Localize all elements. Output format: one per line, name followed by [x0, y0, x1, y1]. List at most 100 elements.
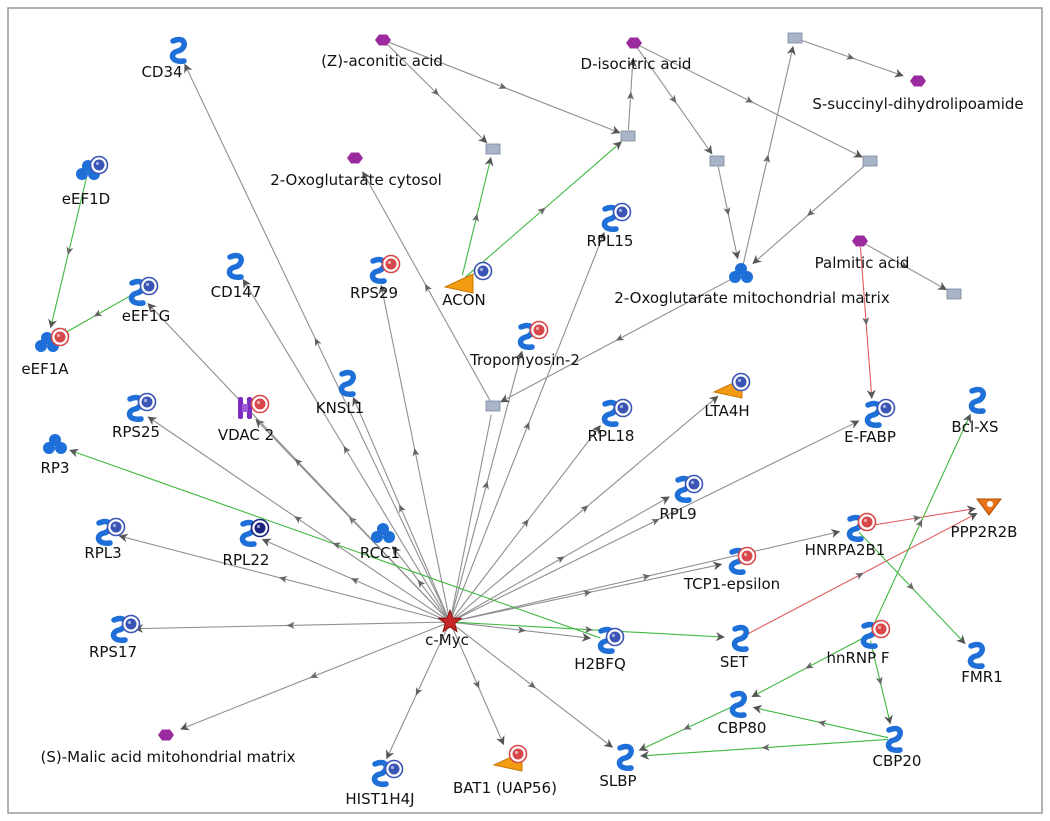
- node-label: RPL3: [84, 544, 121, 562]
- edge-mid-arrow-icon: [668, 94, 677, 104]
- node-ssucc[interactable]: S-succinyl-dihydrolipoamide: [812, 75, 1024, 113]
- node-label: PPP2R2B: [951, 523, 1018, 541]
- edge-mid-arrow-icon: [472, 213, 479, 223]
- node-efabp[interactable]: E-FABP: [844, 398, 896, 447]
- node-set[interactable]: SET: [720, 624, 749, 671]
- edge-mid-arrow-icon: [650, 518, 660, 526]
- protein-icon: [338, 369, 356, 397]
- node-hnrpa[interactable]: HNRPA2B1: [805, 512, 886, 560]
- edge-mid-arrow-icon: [855, 572, 864, 580]
- node-r5[interactable]: [709, 155, 725, 167]
- node-rps17[interactable]: RPS17: [89, 614, 141, 662]
- node-hnrnpf[interactable]: hnRNP F: [826, 619, 891, 668]
- node-rpl3[interactable]: RPL3: [84, 517, 126, 563]
- node-oxomit[interactable]: 2-Oxoglutarate mitochondrial matrix: [614, 263, 890, 307]
- edge-mid-arrow-icon: [805, 661, 814, 669]
- edge-mid-arrow-icon: [537, 207, 546, 216]
- compound-hexagon-icon: [852, 235, 868, 247]
- node-label: CBP80: [718, 719, 767, 737]
- node-fmr1[interactable]: FMR1: [961, 641, 1003, 686]
- node-vdac2[interactable]: VDAC 2: [218, 394, 274, 445]
- reaction-square-icon: [946, 288, 962, 300]
- transcription-factor-star-icon: [437, 608, 463, 633]
- edge-mid-arrow-icon: [761, 743, 770, 751]
- edge-mid-arrow-icon: [527, 680, 536, 689]
- node-label: RPS25: [112, 423, 160, 441]
- node-r7[interactable]: [946, 288, 962, 300]
- node-palm[interactable]: Palmitic acid: [815, 235, 910, 272]
- node-eef1d[interactable]: eEF1D: [62, 155, 110, 209]
- node-pp2r2b[interactable]: PPP2R2B: [951, 498, 1018, 541]
- node-cd34[interactable]: CD34: [141, 36, 187, 81]
- edge-mid-arrow-icon: [430, 87, 440, 96]
- protein-icon: [601, 399, 619, 427]
- edge-mid-arrow-icon: [580, 505, 589, 514]
- edges-layer: [48, 39, 978, 760]
- node-cd147[interactable]: CD147: [211, 252, 262, 301]
- expression-badge-icon: [684, 474, 704, 494]
- node-rpl15[interactable]: RPL15: [587, 202, 634, 251]
- node-r2[interactable]: [485, 400, 501, 412]
- edge-cmyc-to-r2: [450, 414, 492, 617]
- node-cbp80[interactable]: CBP80: [718, 690, 767, 737]
- edge-mid-arrow-icon: [294, 458, 303, 467]
- node-rpl9[interactable]: RPL9: [659, 474, 704, 524]
- node-label: HIST1H4J: [345, 790, 414, 808]
- node-rps29[interactable]: RPS29: [350, 254, 401, 303]
- edge-mid-arrow-icon: [556, 556, 565, 564]
- node-rpl22[interactable]: RPL22: [223, 518, 270, 570]
- node-lta4h[interactable]: LTA4H: [704, 372, 751, 421]
- node-label: c-Myc: [425, 631, 469, 649]
- node-label: hnRNP F: [826, 649, 889, 667]
- protein-icon: [616, 743, 634, 771]
- expression-badge-icon: [508, 744, 528, 764]
- edge-mid-arrow-icon: [517, 626, 527, 634]
- node-zacon[interactable]: (Z)-aconitic acid: [321, 34, 443, 70]
- node-r4[interactable]: [620, 130, 636, 142]
- node-knsl1[interactable]: KNSL1: [316, 369, 364, 417]
- edge-mid-arrow-icon: [915, 519, 923, 529]
- node-oxocyt[interactable]: 2-Oxoglutarate cytosol: [270, 152, 442, 189]
- node-disoc[interactable]: D-isocitric acid: [581, 37, 692, 73]
- node-smalic[interactable]: (S)-Malic acid mitohondrial matrix: [41, 729, 296, 766]
- expression-badge-icon: [381, 254, 401, 274]
- edge-mid-arrow-icon: [744, 95, 754, 103]
- node-bclxs[interactable]: Bcl-XS: [951, 386, 999, 436]
- node-r3[interactable]: [787, 32, 803, 44]
- node-hist[interactable]: HIST1H4J: [345, 759, 415, 809]
- reaction-square-icon: [620, 130, 636, 142]
- node-cbp20[interactable]: CBP20: [873, 725, 922, 770]
- expression-badge-icon: [106, 517, 126, 537]
- reaction-square-icon: [485, 400, 501, 412]
- node-eef1a[interactable]: eEF1A: [21, 327, 69, 379]
- node-r1[interactable]: [485, 143, 501, 155]
- edge-mid-arrow-icon: [763, 154, 770, 164]
- node-slbp[interactable]: SLBP: [599, 743, 637, 790]
- node-cmyc[interactable]: c-Myc: [425, 608, 469, 649]
- edge-mid-arrow-icon: [615, 333, 625, 341]
- protein-complex-icon: [371, 523, 395, 543]
- node-r6[interactable]: [862, 155, 878, 167]
- expression-badge-icon: [250, 518, 270, 538]
- node-label: HNRPA2B1: [805, 541, 886, 559]
- protein-icon: [169, 36, 187, 64]
- node-tpm2[interactable]: Tropomyosin-2: [469, 320, 580, 370]
- edge-mid-arrow-icon: [66, 246, 74, 256]
- node-tcp1[interactable]: TCP1-epsilon: [683, 546, 780, 594]
- compound-hexagon-icon: [158, 729, 174, 741]
- node-h2bfq[interactable]: H2BFQ: [574, 626, 626, 674]
- node-bat1[interactable]: BAT1 (UAP56): [453, 744, 557, 798]
- reaction-square-icon: [787, 32, 803, 44]
- node-eef1g[interactable]: eEF1G: [122, 276, 171, 326]
- node-label: CD147: [211, 283, 262, 301]
- node-rcc1[interactable]: RCC1: [360, 523, 400, 562]
- node-rps25[interactable]: RPS25: [112, 392, 160, 442]
- node-rpl18[interactable]: RPL18: [588, 398, 635, 446]
- expression-badge-icon: [89, 155, 109, 175]
- node-acon[interactable]: ACON: [442, 261, 493, 310]
- protein-icon: [885, 725, 903, 753]
- edge-mid-arrow-icon: [278, 576, 288, 583]
- node-label: E-FABP: [844, 428, 896, 446]
- node-rp3[interactable]: RP3: [40, 434, 70, 477]
- node-label: 2-Oxoglutarate mitochondrial matrix: [614, 289, 890, 307]
